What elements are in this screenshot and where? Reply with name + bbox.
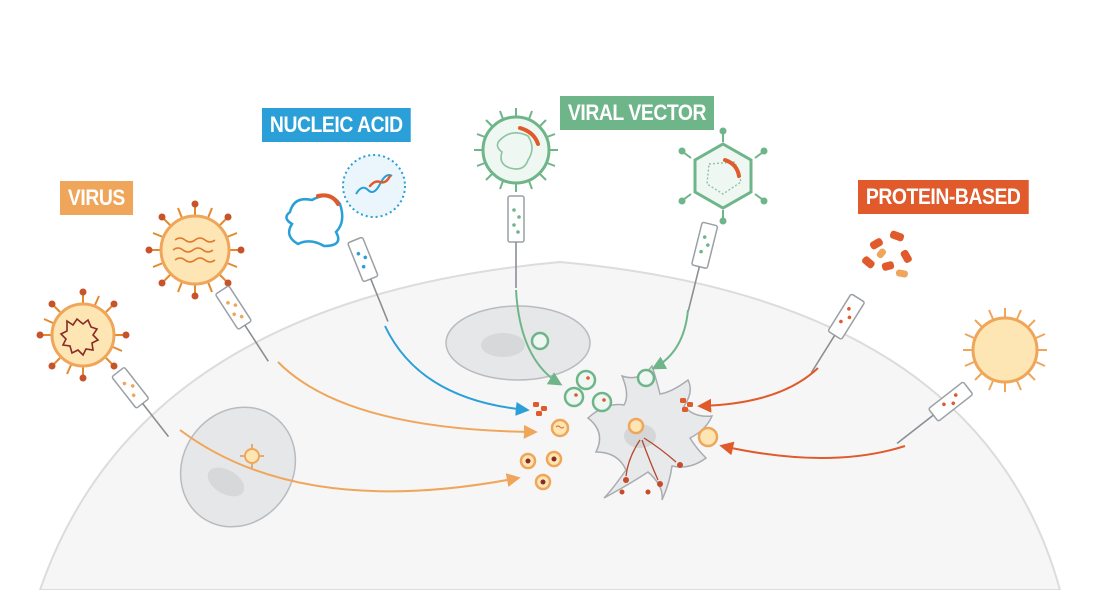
plasmid-insert <box>316 193 340 206</box>
cell-top <box>445 305 591 381</box>
virus-particle-left <box>36 288 130 382</box>
virus-syringe-left <box>111 367 170 438</box>
label-protein-based: PROTEIN-BASED <box>858 180 1029 214</box>
viral-vector-particle-dots <box>574 376 606 402</box>
nucleic-acid-antigen <box>533 402 547 416</box>
plasmid-dna <box>285 194 344 248</box>
virus-particle-top <box>145 200 245 300</box>
protein-arrow-right <box>719 441 906 459</box>
protein-syringe-top <box>810 293 865 374</box>
nucleic-acid-syringe <box>347 236 389 322</box>
virus-arrow-left <box>179 429 521 493</box>
protein-subunits <box>862 230 912 278</box>
protein-syringe-right <box>896 381 973 445</box>
viral-vector-round <box>474 108 558 192</box>
body-tissue-dome <box>38 260 1062 590</box>
presented-antigen-dots <box>619 462 683 495</box>
virus-arrow-top <box>277 361 538 439</box>
virus-syringe-top <box>215 285 269 362</box>
viral-vector-arrow-left <box>515 289 563 386</box>
protein-antigen <box>680 398 693 412</box>
virus-in-cell <box>240 444 264 468</box>
viral-vector-icosahedral <box>678 127 768 225</box>
viral-vector-syringe-left <box>507 195 525 288</box>
lipid-nanoparticle <box>342 154 406 218</box>
label-nucleic-acid: NUCLEIC ACID <box>262 108 411 142</box>
viral-vector-particles <box>530 331 656 413</box>
label-viral-vector: VIRAL VECTOR <box>560 96 714 130</box>
protein-arrow-top <box>697 367 819 413</box>
viral-vector-syringe-right <box>687 221 719 312</box>
viral-vector-arrow-right <box>651 309 689 370</box>
delivered-virus-particles <box>519 417 719 491</box>
label-virus: VIRUS <box>60 181 133 215</box>
antigen-presentation-lines <box>625 437 677 481</box>
protein-virus-like-particle <box>963 308 1047 392</box>
nucleic-acid-arrow <box>384 325 530 416</box>
cell-left <box>179 406 297 528</box>
